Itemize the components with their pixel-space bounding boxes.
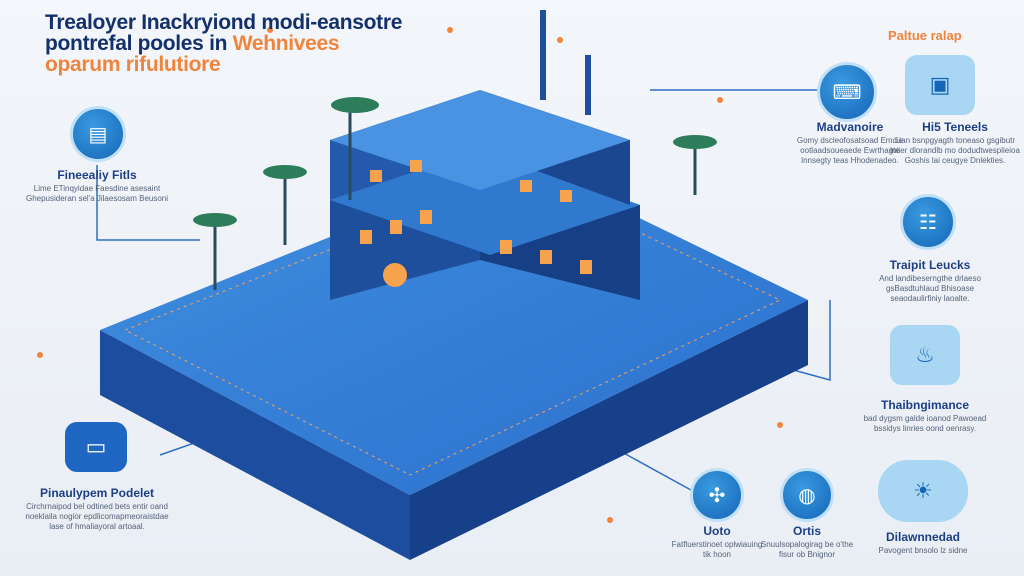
monitor-icon: ▭	[65, 422, 127, 472]
palm-trees	[193, 97, 717, 290]
callout-title: Thaibngimance	[880, 398, 969, 412]
callout-text: And landibeserngthe drlaeso gsBasdtuhlau…	[879, 274, 981, 303]
title-line-2b: Wehnivees	[232, 32, 340, 55]
rooftop-pole	[540, 10, 546, 100]
decor-dots	[37, 27, 783, 523]
callout-text: Pavogent bnsolo lz sidne	[878, 546, 968, 555]
callout-title: Pinaulypem Podelet	[39, 486, 155, 500]
callout-title: Uoto	[703, 524, 731, 538]
globe-icon: ◍	[780, 468, 834, 522]
callout-text: Circhrnaipod bel odtined bets entir oand…	[25, 502, 169, 531]
callout-text: Lime ETinqyidae Faesdine asesaint Ghepus…	[25, 184, 169, 203]
rooftop-pole	[585, 55, 591, 115]
lit-windows	[360, 160, 592, 287]
pool-icon: ♨	[890, 325, 960, 385]
resort-icon: ☀	[878, 460, 968, 522]
callout-title: Hi5 Teneels	[922, 120, 988, 134]
callout-text: Snuulsopalogirag be o'the fisur ob Bnign…	[760, 540, 854, 559]
callout-title: Madvanoire	[816, 120, 884, 134]
callout-title: Ortis	[792, 524, 821, 538]
network-icon: ✣	[690, 468, 744, 522]
callout-text: Gomy dscleofosatsoad Emdie ootlaadsoueae…	[796, 136, 904, 165]
top-right-label: Paltue ralap	[888, 28, 962, 43]
callout-title: Dilawnnedad	[885, 530, 960, 544]
title-line-1: Trealoyer Inackryiond modi-eansotre	[45, 11, 403, 34]
document-icon: ▤	[70, 106, 126, 162]
screen-icon: ▣	[905, 55, 975, 115]
title-line-3: oparum rifulutiore	[45, 53, 221, 76]
title-line-2: pontrefal pooles in Wehnivees	[45, 33, 402, 54]
laptop-icon: ⌨	[817, 62, 877, 122]
callout-text: bad dygsm galde ioanod Pawoead bssidys l…	[863, 414, 987, 433]
callout-text: Lian bsnpgyagth toneaso gsgibutr lntier …	[890, 136, 1020, 165]
page-title: Trealoyer Inackryiond modi-eansotre pont…	[45, 12, 402, 75]
callout-title: Fineealiy Fitls	[57, 168, 137, 182]
callout-title: Traipit Leucks	[889, 258, 971, 272]
callout-pool: Thaibngimance bad dygsm galde ioanod Pawo…	[855, 398, 995, 434]
title-line-2a: pontrefal pooles in	[45, 32, 233, 55]
building	[330, 10, 640, 300]
callout-text: Fatfluerstinoet oplwiauing tik hoon	[671, 540, 763, 559]
team-icon: ☷	[900, 194, 956, 250]
